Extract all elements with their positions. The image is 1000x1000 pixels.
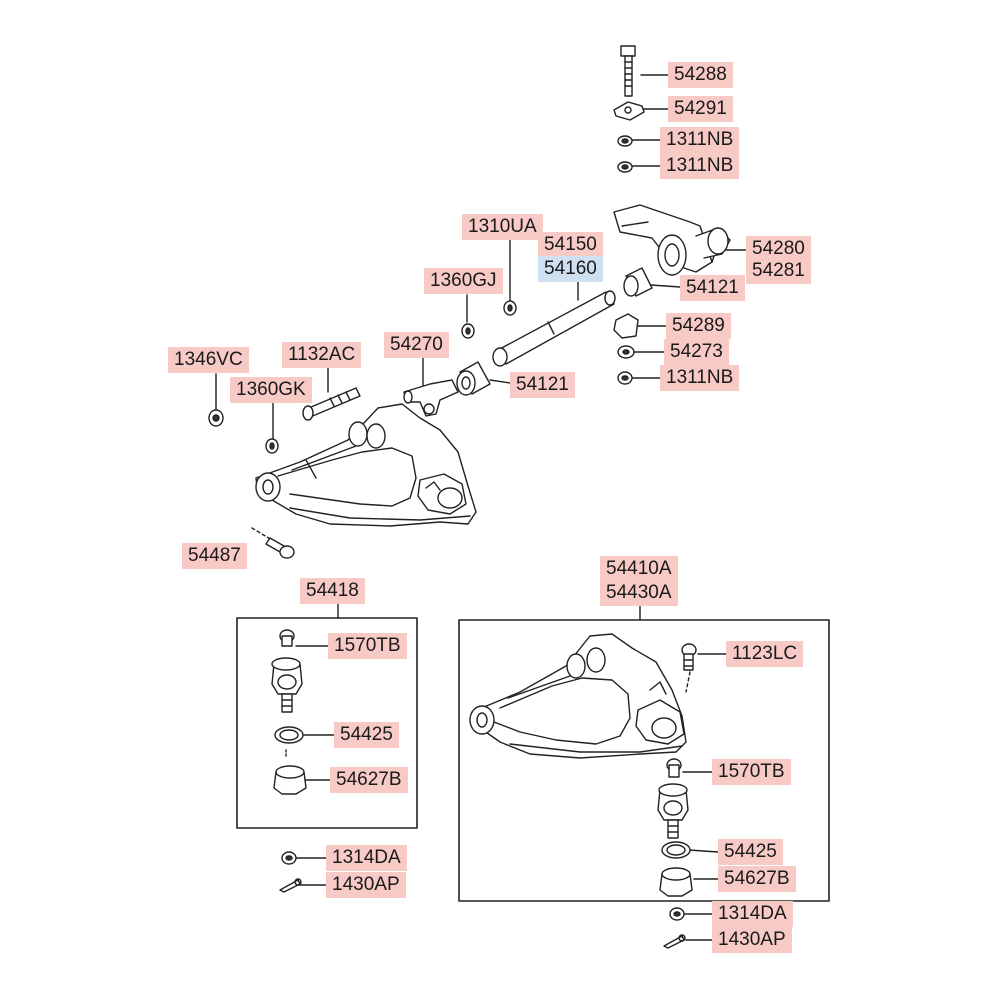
washer-54273-icon <box>617 345 635 359</box>
cotter-pin-1430AP-2-icon <box>663 934 686 949</box>
part-label-1314DA[interactable]: 1314DA <box>326 845 407 871</box>
bolt-1123LC-icon <box>681 643 697 693</box>
part-label-54160[interactable]: 54160 <box>538 256 603 282</box>
nut-1311NB-2-icon <box>617 161 633 173</box>
part-label-1360GK[interactable]: 1360GK <box>230 377 312 403</box>
bolt-1132AC-icon <box>302 387 361 421</box>
nut-1314DA-icon <box>281 851 297 865</box>
group-box-54418 <box>236 617 418 829</box>
nut-1314DA-2-icon <box>669 907 685 921</box>
lower-control-arm-icon <box>469 633 687 759</box>
nut-1360GK-icon <box>265 438 279 454</box>
part-label-54288[interactable]: 54288 <box>668 62 733 88</box>
part-label-54289[interactable]: 54289 <box>666 313 731 339</box>
plate-54291-icon <box>613 101 645 121</box>
part-label-1360GJ[interactable]: 1360GJ <box>424 268 503 294</box>
upper-control-arm-icon <box>255 403 477 527</box>
ball-joint-54410A-icon <box>657 783 689 839</box>
part-label-54418[interactable]: 54418 <box>300 578 365 604</box>
ring-54425-2-icon <box>661 841 691 859</box>
part-label-54280[interactable]: 54280 <box>746 236 811 262</box>
part-label-1311NB[interactable]: 1311NB <box>660 127 740 153</box>
part-label-1430AP[interactable]: 1430AP <box>326 872 406 898</box>
part-label-54627B[interactable]: 54627B <box>330 767 408 793</box>
part-label-54291[interactable]: 54291 <box>668 96 733 122</box>
cam-54289-icon <box>613 313 639 339</box>
part-label-54150[interactable]: 54150 <box>538 232 603 258</box>
pivot-54270-icon <box>403 379 459 417</box>
boot-54627B-2-icon <box>659 867 693 897</box>
ring-54425-icon <box>274 726 304 744</box>
part-label-54273[interactable]: 54273 <box>664 339 729 365</box>
nut-1346VC-icon <box>208 409 224 427</box>
part-label-1311NB-2[interactable]: 1311NB <box>660 153 740 179</box>
part-label-54430A[interactable]: 54430A <box>600 580 678 606</box>
nut-1310UA-icon <box>503 300 517 316</box>
part-label-54487[interactable]: 54487 <box>182 543 247 569</box>
part-label-1570TB[interactable]: 1570TB <box>328 633 407 659</box>
ball-joint-54418-icon <box>271 657 303 713</box>
boot-54627B-icon <box>273 765 307 795</box>
bushing-54121-2-icon <box>456 361 491 396</box>
group-box-54410A <box>458 619 830 902</box>
nut-1311NB-3-icon <box>617 371 633 385</box>
part-label-1570TB-2[interactable]: 1570TB <box>712 759 791 785</box>
bolt-54288-icon <box>620 45 636 97</box>
part-label-1314DA-2[interactable]: 1314DA <box>712 901 793 927</box>
part-label-54425-2[interactable]: 54425 <box>718 839 783 865</box>
part-label-1132AC[interactable]: 1132AC <box>282 342 362 368</box>
bracket-54280-icon <box>613 204 731 276</box>
part-label-54410A[interactable]: 54410A <box>600 556 678 582</box>
bushing-54121-icon <box>623 267 653 297</box>
part-label-54270[interactable]: 54270 <box>384 332 449 358</box>
part-label-1311NB-3[interactable]: 1311NB <box>660 365 740 391</box>
part-label-1430AP-2[interactable]: 1430AP <box>712 927 792 953</box>
stud-1570TB-icon <box>279 629 295 647</box>
part-label-54121[interactable]: 54121 <box>680 275 745 301</box>
shaft-54150-icon <box>492 290 616 367</box>
cotter-pin-1430AP-icon <box>279 878 302 893</box>
bolt-54487-icon <box>251 527 295 559</box>
nut-1360GJ-icon <box>461 323 475 339</box>
part-label-1123LC[interactable]: 1123LC <box>726 641 804 667</box>
part-label-54425[interactable]: 54425 <box>334 722 399 748</box>
stud-1570TB-2-icon <box>666 758 682 778</box>
part-label-54121-2[interactable]: 54121 <box>510 372 575 398</box>
nut-1311NB-icon <box>617 135 633 147</box>
part-label-1346VC[interactable]: 1346VC <box>168 347 249 373</box>
part-label-54281[interactable]: 54281 <box>746 258 811 284</box>
part-label-1310UA[interactable]: 1310UA <box>462 214 543 240</box>
part-label-54627B-2[interactable]: 54627B <box>718 866 796 892</box>
